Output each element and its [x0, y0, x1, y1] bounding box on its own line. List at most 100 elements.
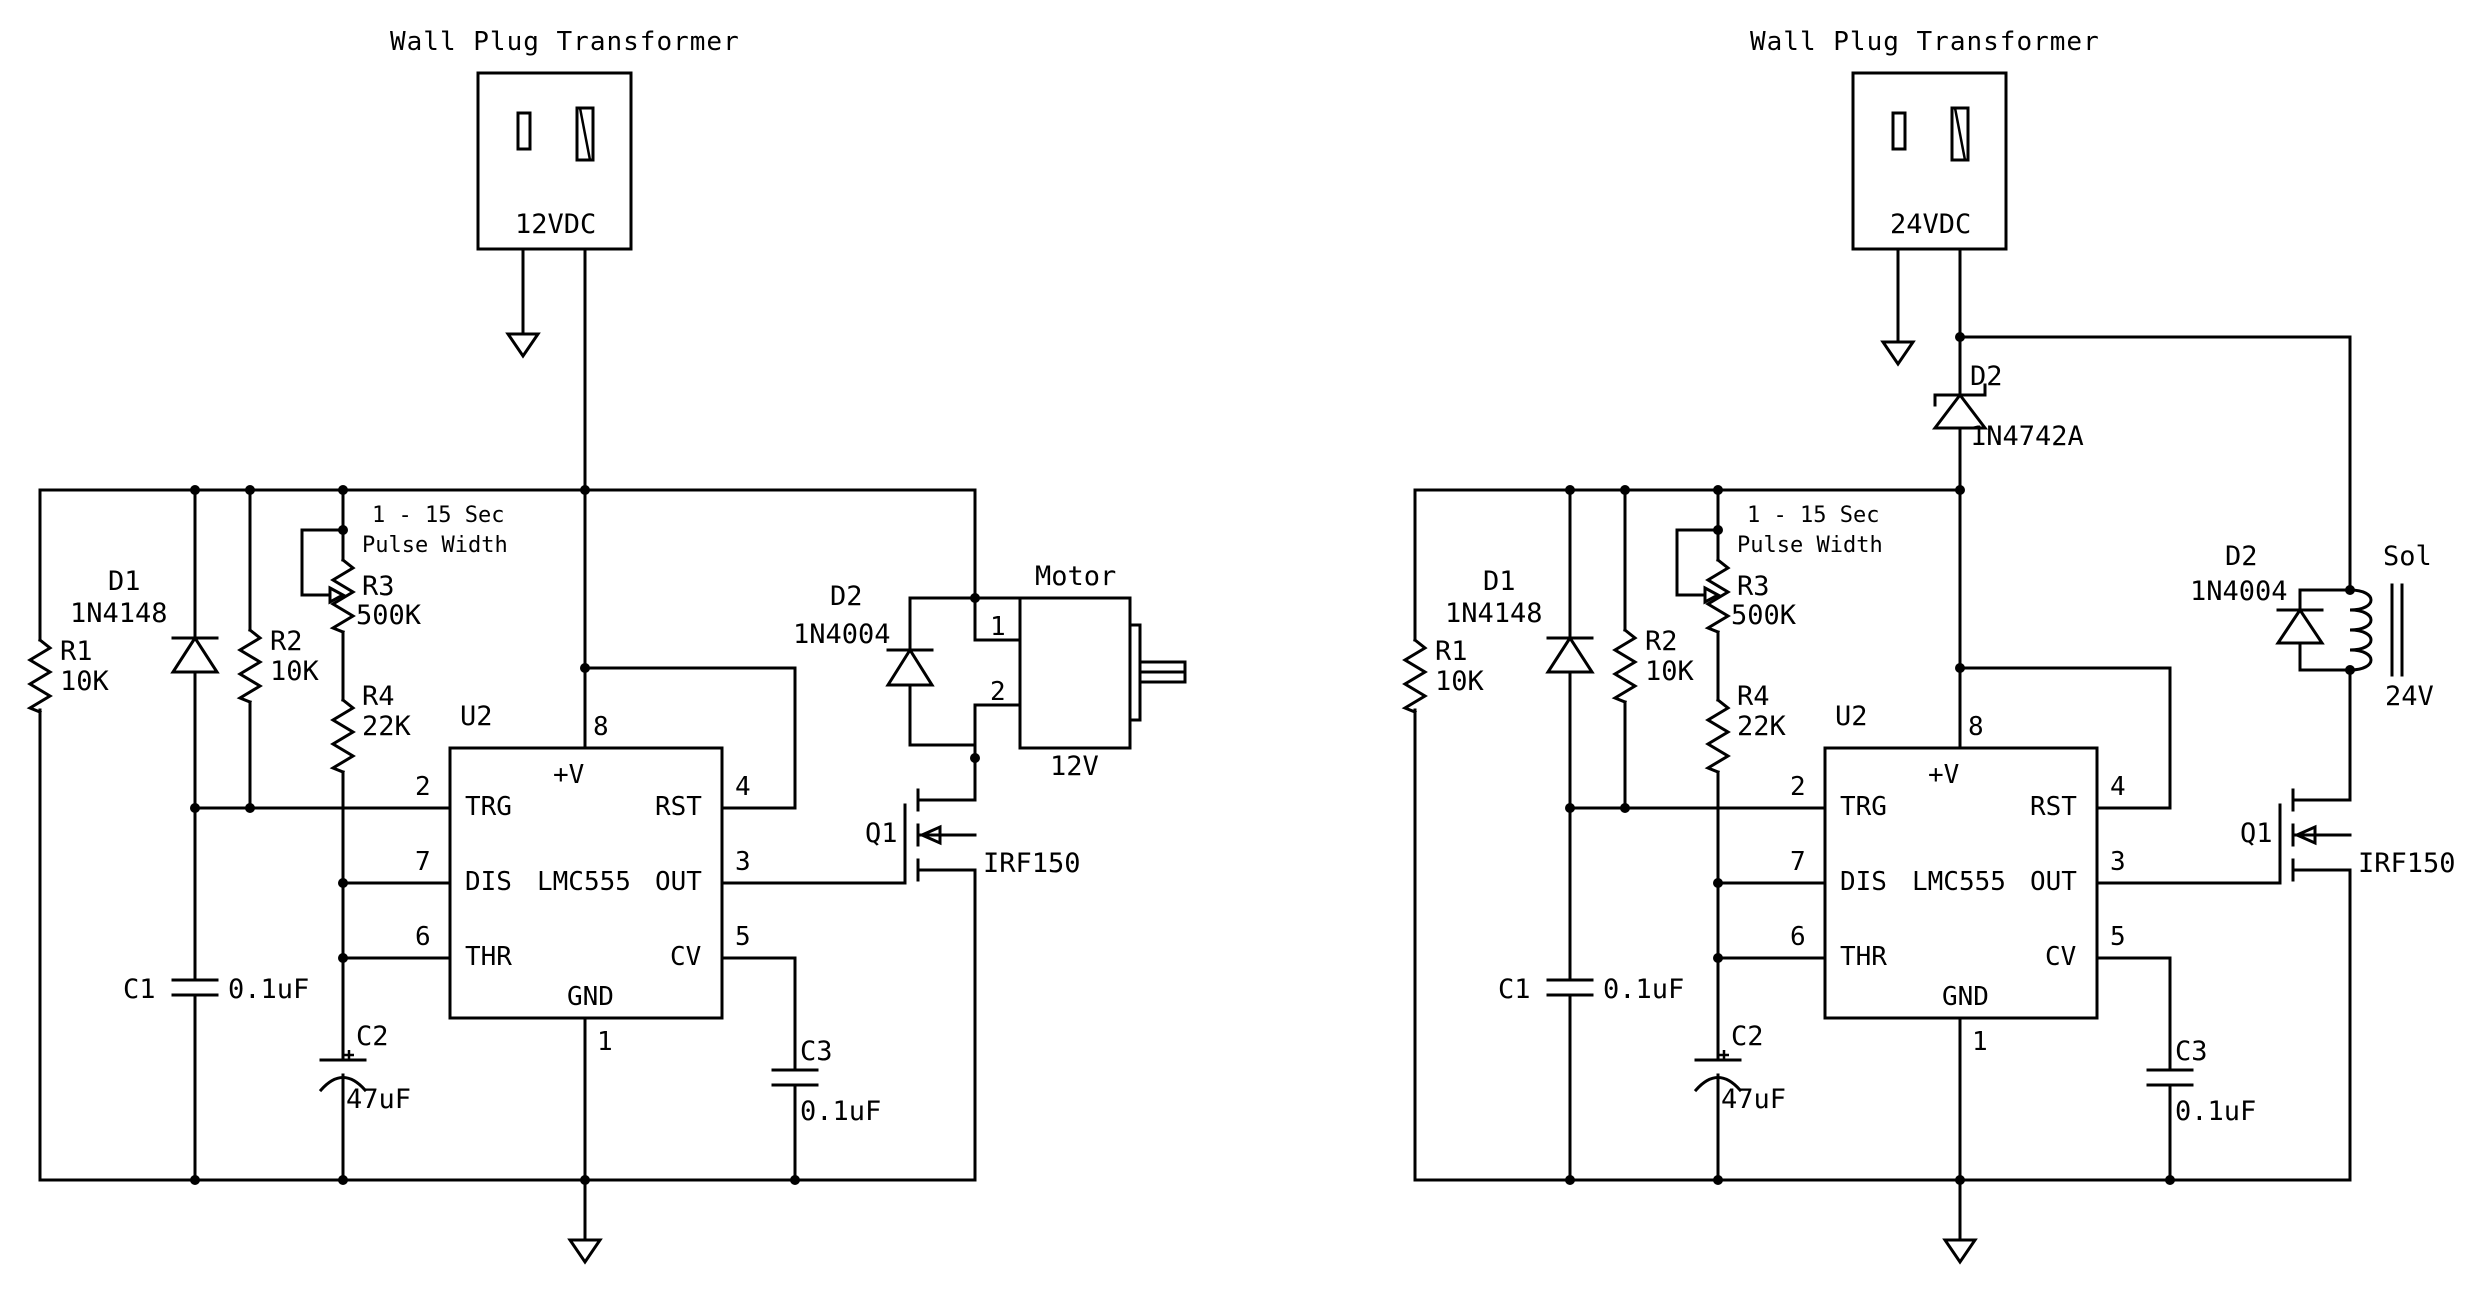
right-junction-dots [1565, 332, 2355, 1185]
right-r2-ref: R2 [1645, 626, 1678, 657]
left-motor [1018, 596, 1187, 750]
right-pin7-number: 7 [1790, 847, 1806, 877]
right-transformer-title: Wall Plug Transformer [1750, 27, 2100, 57]
right-supply-voltage: 24VDC [1890, 209, 1971, 240]
left-r4-value: 22K [362, 711, 412, 742]
right-c3-value: 0.1uF [2175, 1096, 2256, 1127]
left-pin1-number: 1 [597, 1027, 613, 1057]
left-pin-vplus-label: +V [553, 760, 584, 790]
left-pin-gnd-label: GND [567, 982, 614, 1012]
left-c3-value: 0.1uF [800, 1096, 881, 1127]
left-q1-ref: Q1 [865, 818, 898, 849]
right-r2-resistor [1611, 627, 1638, 704]
right-c3-ref: C3 [2175, 1036, 2208, 1067]
right-zener-value: 1N4742A [1970, 421, 2084, 452]
left-r3-value: 500K [356, 600, 422, 631]
right-pin-rst-label: RST [2030, 792, 2077, 822]
left-r3-ref: R3 [362, 571, 395, 602]
left-d2-flyback-diode [885, 647, 935, 687]
left-d1-value: 1N4148 [70, 598, 168, 629]
left-q1-value: IRF150 [983, 848, 1081, 879]
left-circuit-12v-motor: Wall Plug Transformer 12VDC R1 10K D1 1N… [26, 27, 1187, 1265]
left-d1-diode [170, 635, 220, 674]
left-q1-mosfet [903, 788, 977, 1182]
right-pin-trg-label: TRG [1840, 792, 1887, 822]
right-pin-vplus-label: +V [1928, 760, 1959, 790]
left-pin8-number: 8 [593, 712, 609, 742]
left-r4-resistor [329, 697, 356, 774]
left-pin7-number: 7 [415, 847, 431, 877]
right-pin3-number: 3 [2110, 847, 2126, 877]
left-r2-value: 10K [270, 656, 320, 687]
right-d2-flyback-diode [2275, 607, 2325, 645]
left-r2-resistor [236, 627, 263, 704]
right-wall-plug-transformer [1851, 71, 2008, 251]
right-r1-resistor [1401, 637, 1428, 714]
right-r3-wiper-arrow-icon [1703, 585, 1722, 605]
left-d2-value: 1N4004 [793, 619, 891, 650]
right-c1-ref: C1 [1498, 974, 1531, 1005]
left-supply-voltage: 12VDC [515, 209, 596, 240]
left-c1-capacitor [171, 978, 219, 997]
right-c3-capacitor [2146, 1068, 2194, 1087]
right-zener-ref: D2 [1970, 361, 2003, 392]
left-c3-ref: C3 [800, 1036, 833, 1067]
right-pin-gnd-label: GND [1942, 982, 1989, 1012]
right-pin4-number: 4 [2110, 772, 2126, 802]
left-pin2-number: 2 [415, 772, 431, 802]
left-pin-thr-label: THR [465, 942, 512, 972]
right-pin6-number: 6 [1790, 922, 1806, 952]
left-r3-wiper-arrow-icon [328, 585, 347, 605]
right-pulse-note-line1: 1 - 15 Sec [1747, 503, 1879, 528]
left-r1-ref: R1 [60, 636, 93, 667]
left-load-pin1: 1 [990, 612, 1006, 642]
left-transformer-title: Wall Plug Transformer [390, 27, 740, 57]
right-q1-mosfet [2278, 788, 2352, 1182]
right-d1-diode [1545, 635, 1595, 674]
left-c3-capacitor [771, 1068, 819, 1087]
right-load-name: Sol [2383, 541, 2432, 572]
right-c1-capacitor [1546, 978, 1594, 997]
right-circuit-24v-solenoid: Wall Plug Transformer 24VDC D2 1N4742A R… [1401, 27, 2456, 1265]
left-c1-ref: C1 [123, 974, 156, 1005]
left-c1-value: 0.1uF [228, 974, 309, 1005]
right-pin-cv-label: CV [2045, 942, 2076, 972]
left-c2-value: 47uF [346, 1084, 411, 1115]
right-r2-value: 10K [1645, 656, 1695, 687]
left-d2-ref: D2 [830, 581, 863, 612]
right-c1-value: 0.1uF [1603, 974, 1684, 1005]
right-q1-value: IRF150 [2358, 848, 2456, 879]
right-pin8-number: 8 [1968, 712, 1984, 742]
right-ic-name: LMC555 [1912, 867, 2006, 897]
right-r4-ref: R4 [1737, 681, 1770, 712]
right-load-voltage: 24V [2385, 681, 2434, 712]
right-pin-thr-label: THR [1840, 942, 1887, 972]
right-u2-ref: U2 [1835, 701, 1868, 732]
left-pin4-number: 4 [735, 772, 751, 802]
right-solenoid-coil [2348, 583, 2404, 677]
left-ic-ground-icon [567, 1238, 603, 1265]
left-load-pin2: 2 [990, 677, 1006, 707]
right-c2-value: 47uF [1721, 1084, 1786, 1115]
right-d1-value: 1N4148 [1445, 598, 1543, 629]
left-pin6-number: 6 [415, 922, 431, 952]
left-transformer-ground-icon [505, 332, 541, 359]
left-r1-value: 10K [60, 666, 110, 697]
left-u2-ref: U2 [460, 701, 493, 732]
left-pin-trg-label: TRG [465, 792, 512, 822]
left-r1-resistor [26, 637, 53, 714]
right-r1-ref: R1 [1435, 636, 1468, 667]
left-d1-ref: D1 [108, 566, 141, 597]
right-pin-out-label: OUT [2030, 867, 2077, 897]
left-c2-ref: C2 [356, 1021, 389, 1052]
right-d2-ref: D2 [2225, 541, 2258, 572]
right-r4-value: 22K [1737, 711, 1787, 742]
left-pin-cv-label: CV [670, 942, 701, 972]
right-d1-ref: D1 [1483, 566, 1516, 597]
left-ic-name: LMC555 [537, 867, 631, 897]
right-r3-potentiometer [1704, 557, 1731, 634]
left-pin-dis-label: DIS [465, 867, 512, 897]
right-r4-resistor [1704, 697, 1731, 774]
left-wall-plug-transformer [476, 71, 633, 251]
